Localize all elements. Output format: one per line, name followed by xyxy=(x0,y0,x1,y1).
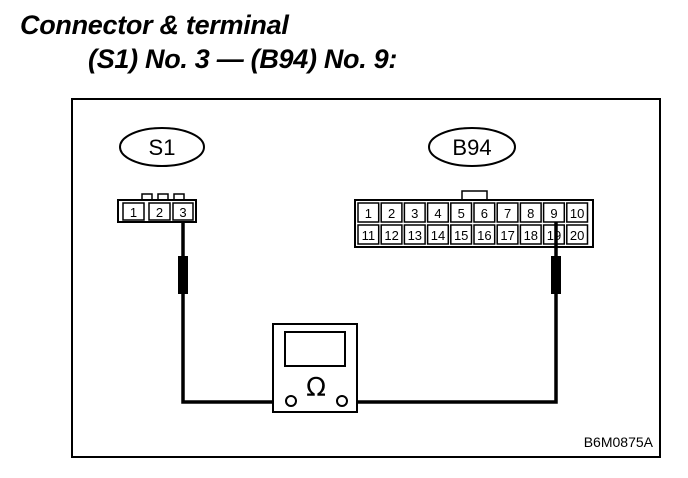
b94-pin-cell-20 xyxy=(566,224,589,245)
s1-pin-1: 1 xyxy=(130,205,137,220)
b94-pin-cell-1 xyxy=(357,202,380,223)
b94-pin-3: 3 xyxy=(411,206,418,221)
b94-pin-11: 11 xyxy=(362,228,376,243)
b94-pin-4: 4 xyxy=(434,206,441,221)
b94-pin-cell-11 xyxy=(357,224,380,245)
b94-pin-13: 13 xyxy=(408,228,422,243)
s1-tag xyxy=(119,127,205,167)
ohmmeter: Ω xyxy=(272,323,358,413)
b94-pin-cell-16 xyxy=(473,224,496,245)
heading-terminal-pair: (S1) No. 3 — (B94) No. 9: xyxy=(88,44,398,74)
ohmmeter-display xyxy=(284,331,346,367)
b94-probe-wire xyxy=(348,222,558,404)
b94-pin-cell-10 xyxy=(566,202,589,223)
b94-pin-8: 8 xyxy=(527,206,534,221)
b94-pin-cell-17 xyxy=(496,224,519,245)
s1-pin-2: 2 xyxy=(156,205,163,220)
s1-probe-wire xyxy=(181,222,283,404)
b94-pin-6: 6 xyxy=(481,206,488,221)
s1-pin-1-cell xyxy=(122,202,145,221)
b94-pin-1: 1 xyxy=(365,206,372,221)
b94-pin-16: 16 xyxy=(477,228,491,243)
b94-pin-cell-6 xyxy=(473,202,496,223)
diagram-frame xyxy=(71,98,661,458)
figure-code: B6M0875A xyxy=(584,434,654,450)
s1-pin-3: 3 xyxy=(179,205,186,220)
ohmmeter-terminal-left xyxy=(285,395,297,407)
b94-pin-cell-12 xyxy=(380,224,403,245)
b94-pin-cell-19 xyxy=(542,224,566,245)
ohmmeter-terminal-right xyxy=(336,395,348,407)
s1-pin-2-cell xyxy=(148,202,171,221)
b94-pin-cell-4 xyxy=(426,202,450,223)
b94-pin-cell-18 xyxy=(519,224,542,245)
b94-pin-cell-2 xyxy=(380,202,403,223)
b94-pin-10: 10 xyxy=(570,206,584,221)
b94-pin-15: 15 xyxy=(454,228,468,243)
s1-connector: 1 2 3 xyxy=(117,193,197,223)
b94-tag-label: B94 xyxy=(452,135,491,160)
b94-pin-cell-15 xyxy=(450,224,473,245)
s1-tag-label: S1 xyxy=(149,135,176,160)
b94-pin-2: 2 xyxy=(388,206,395,221)
b94-tag xyxy=(428,127,516,167)
heading-connector-terminal: Connector & terminal xyxy=(20,10,289,40)
b94-pin-17: 17 xyxy=(500,228,514,243)
b94-pin-19: 19 xyxy=(547,228,561,243)
ohm-symbol: Ω xyxy=(306,373,326,403)
b94-pin-14: 14 xyxy=(431,228,445,243)
b94-probe-grip xyxy=(551,256,561,294)
s1-probe-grip xyxy=(178,256,188,294)
b94-pin-9: 9 xyxy=(550,206,557,221)
b94-pin-cell-14 xyxy=(426,224,450,245)
b94-pin-cell-8 xyxy=(519,202,542,223)
b94-pin-cell-3 xyxy=(403,202,426,223)
s1-pin-3-cell xyxy=(172,202,194,221)
b94-pin-7: 7 xyxy=(504,206,511,221)
b94-pin-20: 20 xyxy=(570,228,584,243)
b94-pin-12: 12 xyxy=(384,228,398,243)
b94-pin-cell-7 xyxy=(496,202,519,223)
b94-pin-cell-5 xyxy=(450,202,473,223)
b94-pin-cell-9 xyxy=(542,202,566,223)
b94-pin-cell-13 xyxy=(403,224,426,245)
b94-pin-18: 18 xyxy=(524,228,538,243)
b94-pin-5: 5 xyxy=(458,206,465,221)
